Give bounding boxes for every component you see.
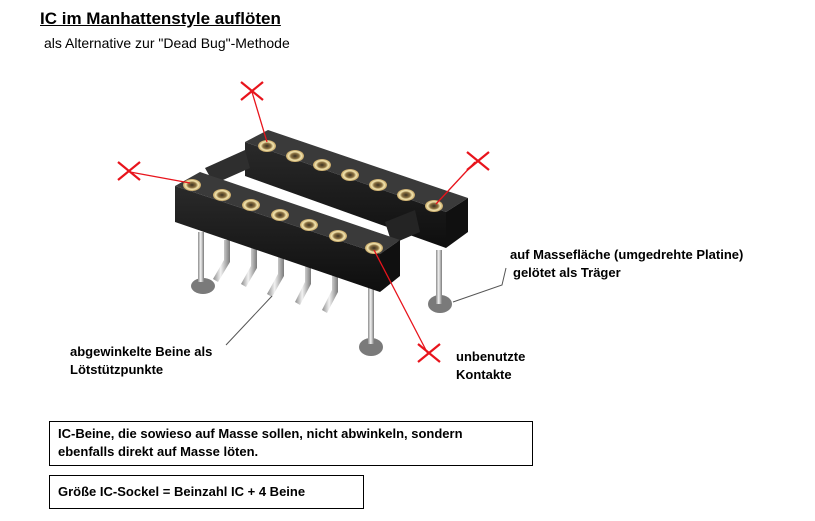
label-ground-plane: auf Massefläche (umgedrehte Platine) gel… — [510, 246, 743, 282]
cross-mark-icon — [117, 81, 490, 363]
leader-lines — [225, 267, 507, 346]
label-ground-plane-line2: gelötet als Träger — [513, 265, 621, 280]
label-unused-contacts: unbenutzte Kontakte — [456, 348, 525, 384]
solder-pad-left — [191, 278, 215, 294]
label-ground-plane-line1: auf Massefläche (umgedrehte Platine) — [510, 247, 744, 262]
label-unused-contacts-line1: unbenutzte — [456, 349, 526, 364]
note-box-socket-size: Größe IC-Sockel = Beinzahl IC + 4 Beine — [49, 475, 364, 509]
page-title: IC im Manhattenstyle auflöten — [40, 9, 281, 28]
front-row-pins — [198, 232, 374, 344]
back-row-pins — [436, 250, 442, 304]
note-box-ground-pins-line1: IC-Beine, die sowieso auf Masse sollen, … — [58, 426, 463, 441]
label-bent-pins: abgewinkelte Beine als Lötstützpunkte — [70, 343, 212, 379]
front-row-holes — [183, 179, 383, 254]
note-box-socket-size-text: Größe IC-Sockel = Beinzahl IC + 4 Beine — [58, 484, 306, 499]
label-bent-pins-line1: abgewinkelte Beine als — [70, 344, 213, 359]
label-unused-contacts-line2: Kontakte — [456, 367, 512, 382]
label-bent-pins-line2: Lötstützpunkte — [70, 362, 164, 377]
note-box-ground-pins-line2: ebenfalls direkt auf Masse löten. — [58, 444, 259, 459]
note-box-ground-pins: IC-Beine, die sowieso auf Masse sollen, … — [49, 421, 533, 466]
solder-pad-bottom — [359, 338, 383, 356]
page-subtitle: als Alternative zur "Dead Bug"-Methode — [44, 35, 290, 51]
back-row-holes — [258, 140, 443, 212]
